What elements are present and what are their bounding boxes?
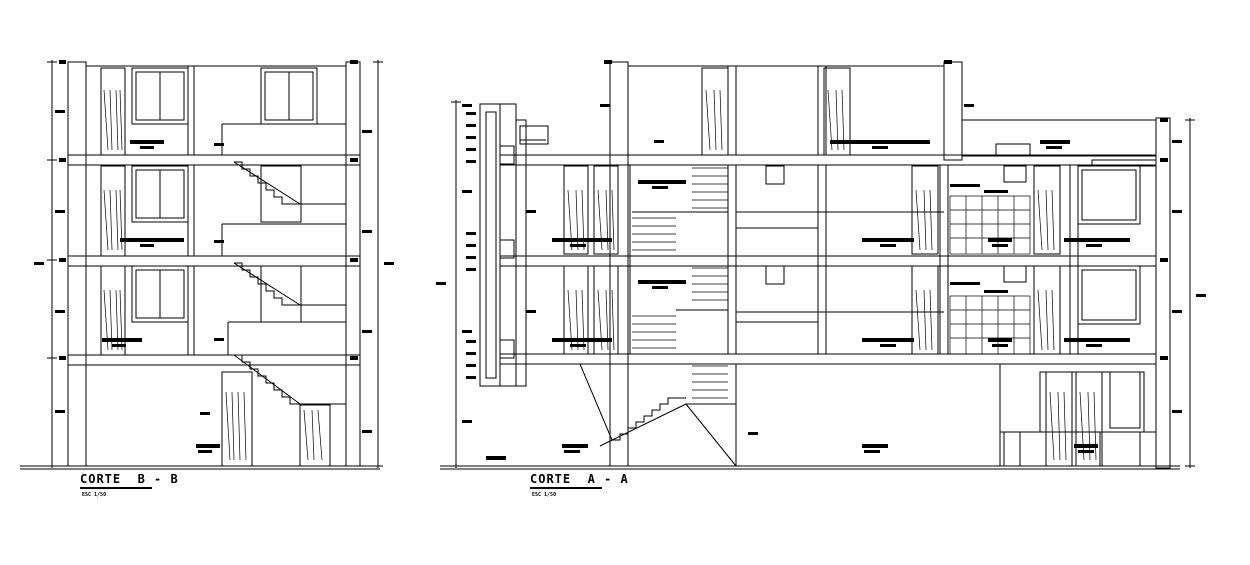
floor-slabs — [20, 154, 380, 470]
section-a-a — [436, 60, 1206, 470]
ground-floor-right — [1000, 371, 1156, 467]
dimension-line-left — [47, 60, 57, 468]
windows-a — [765, 143, 1141, 325]
section-b-b-title: CORTE B - B — [80, 472, 179, 486]
section-a-a-underline — [530, 487, 602, 489]
section-a-a-title: CORTE A - A — [530, 472, 629, 486]
dimension-line-right — [373, 60, 383, 468]
interior-wall — [187, 65, 195, 356]
room-labels-a — [486, 104, 1130, 460]
doors — [100, 67, 331, 467]
tile-grid — [949, 195, 1031, 355]
dimension-line-left-a — [451, 100, 461, 468]
dimension-ticks-left — [34, 60, 66, 413]
dimension-line-right-a — [1185, 118, 1195, 468]
doors-a — [563, 67, 1141, 467]
interior-walls-a — [727, 65, 1079, 466]
section-b-b-underline — [80, 487, 152, 489]
dimension-ticks-left-a — [436, 104, 476, 423]
stairs — [221, 123, 346, 405]
dimension-ticks-right-a — [604, 60, 1206, 413]
windows — [131, 67, 318, 323]
section-a-a-scale: ESC 1/50 — [532, 492, 557, 498]
room-labels — [102, 140, 224, 453]
stair-core — [579, 164, 737, 467]
dimension-ticks-right — [350, 60, 394, 433]
building-walls-a — [609, 61, 1171, 469]
section-b-b — [20, 60, 394, 470]
section-b-b-scale: ESC 1/50 — [82, 492, 107, 498]
facade-panel — [479, 103, 549, 387]
